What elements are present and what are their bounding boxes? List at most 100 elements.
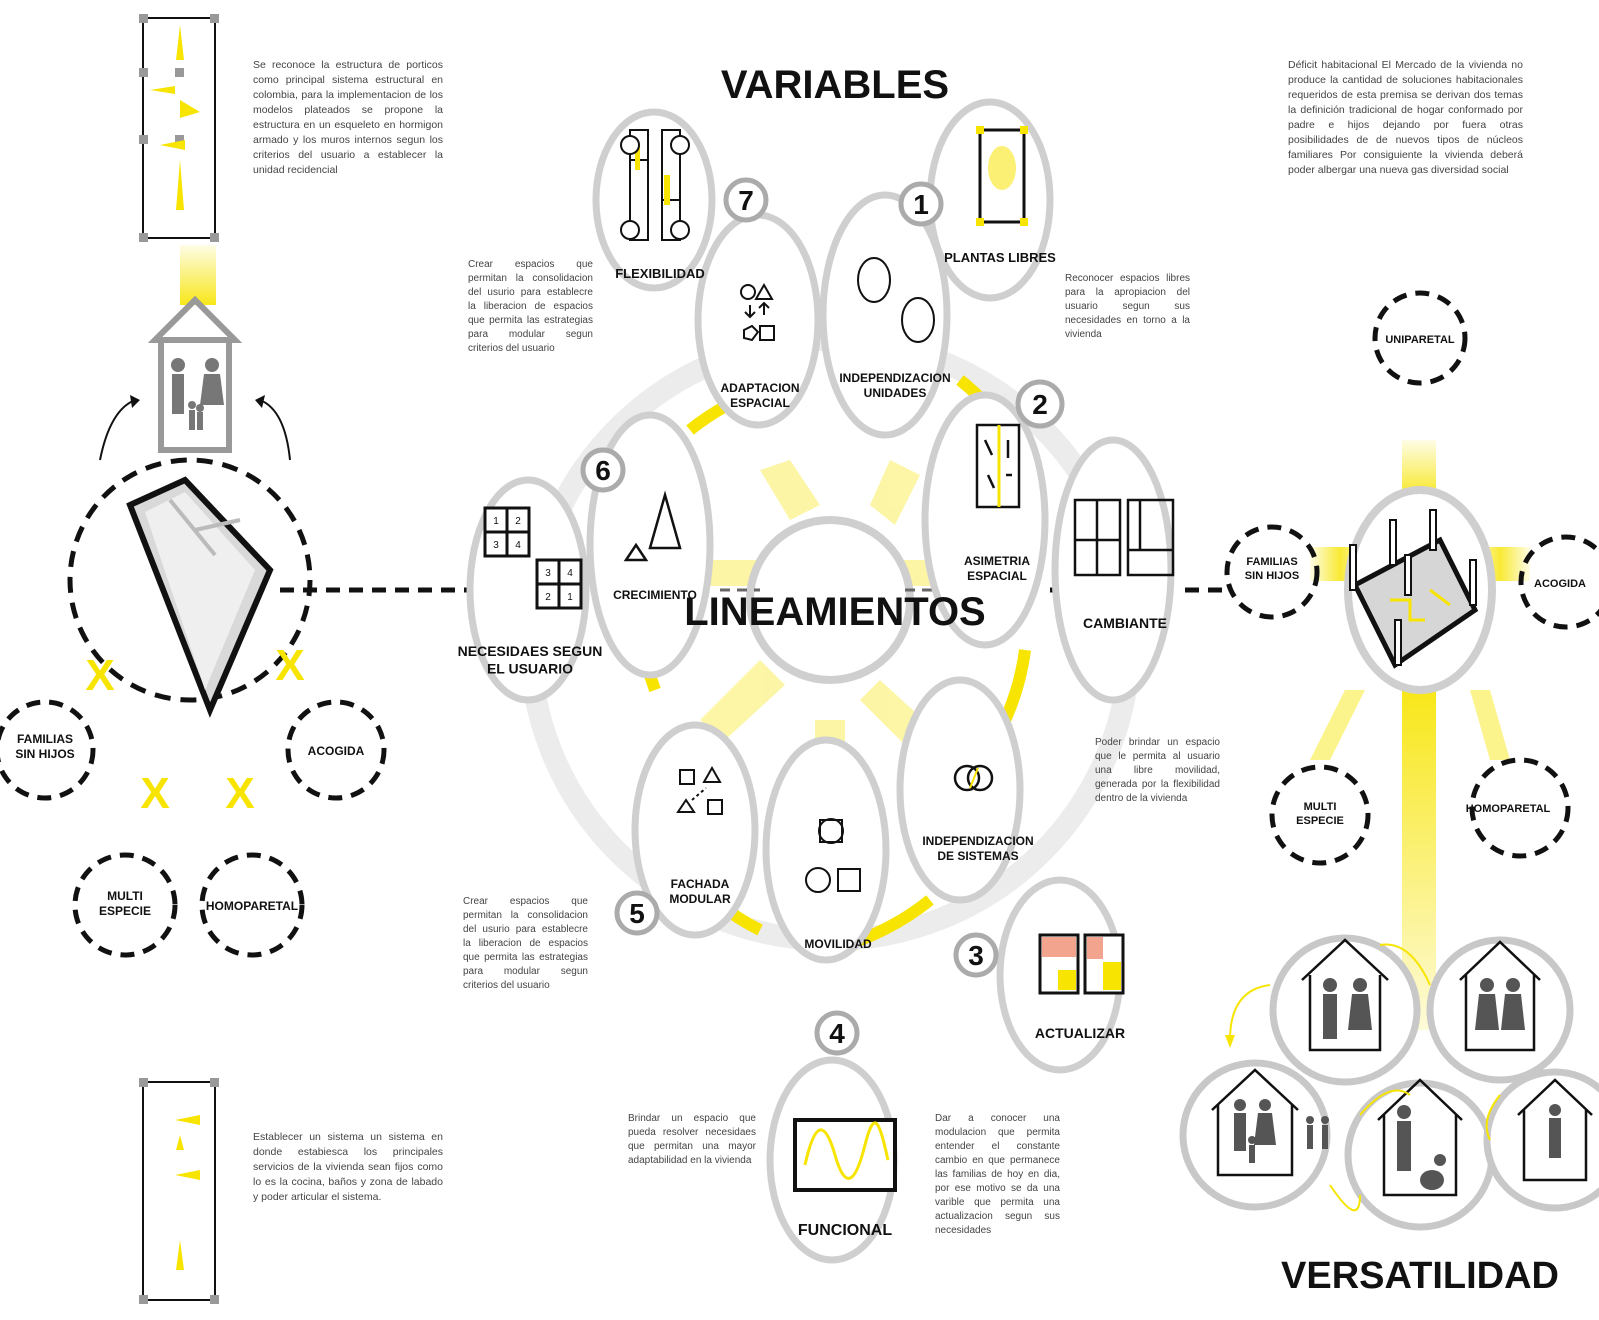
badge-1: 1 xyxy=(898,181,944,227)
house-family-icon xyxy=(147,295,243,453)
necesidades-grid-numbers: 1 2 3 4 3 4 2 1 xyxy=(493,516,573,603)
badge-2: 2 xyxy=(1015,379,1065,429)
yellow-flow-arrows xyxy=(1229,943,1501,1212)
left-label-homoparetal: HOMOPARETAL xyxy=(206,899,298,913)
svg-text:7: 7 xyxy=(738,185,754,216)
desc-top-left: Se reconoce la estructura de porticos co… xyxy=(253,59,443,176)
funcional-icon xyxy=(793,1118,897,1192)
node-movilidad xyxy=(762,736,890,964)
label-flexibilidad: FLEXIBILIDAD xyxy=(615,266,705,281)
plantas-libres-icon xyxy=(976,126,1028,226)
number-badges: 1 2 3 4 5 6 7 xyxy=(580,177,1065,1056)
desc-funcional: Brindar un espacio que pueda resolver ne… xyxy=(628,1113,756,1166)
node-asimetria xyxy=(921,391,1049,649)
svg-text:3: 3 xyxy=(493,540,499,551)
cambiante-icon xyxy=(1073,498,1175,577)
right-label-homoparetal: HOMOPARETAL xyxy=(1466,803,1551,815)
beam-top-left xyxy=(180,245,216,305)
label-movilidad: MOVILIDAD xyxy=(804,937,872,951)
right-label-acogida: ACOGIDA xyxy=(1534,578,1586,590)
svg-text:2: 2 xyxy=(1032,389,1048,420)
arrow-left-up xyxy=(99,399,136,461)
node-independizacion-unidades xyxy=(819,191,951,439)
independizacion-unidades-icon xyxy=(857,257,935,343)
movilidad-icon xyxy=(805,818,861,893)
svg-text:5: 5 xyxy=(629,898,645,929)
svg-text:3: 3 xyxy=(968,940,984,971)
svg-text:X: X xyxy=(225,769,254,818)
house-circle-couple xyxy=(1269,934,1421,1086)
right-multi-circle xyxy=(1269,764,1371,866)
house-circle-family xyxy=(1179,1059,1331,1211)
arrow-right-up xyxy=(259,399,291,461)
svg-text:6: 6 xyxy=(595,455,611,486)
badge-5: 5 xyxy=(614,890,660,936)
asimetria-icon xyxy=(975,423,1021,509)
family-cycle-circle xyxy=(67,457,313,703)
label-cambiante: CAMBIANTE xyxy=(1083,615,1167,631)
right-familias-circle xyxy=(1224,524,1320,620)
node-fachada xyxy=(631,721,759,939)
svg-text:2: 2 xyxy=(515,516,521,527)
node-flexibilidad xyxy=(592,108,716,292)
left-familias-circle xyxy=(0,699,96,801)
desc-cambiante: Poder brindar un espacio que le permita … xyxy=(1095,737,1220,804)
structure-plan-bottom xyxy=(139,1078,219,1304)
label-plantas-libres: PLANTAS LIBRES xyxy=(944,250,1056,265)
desc-actualizar: Dar a conocer una modulacion que permita… xyxy=(935,1113,1060,1236)
badge-3: 3 xyxy=(953,932,999,978)
svg-text:4: 4 xyxy=(515,540,521,551)
actualizar-icon xyxy=(1038,933,1125,995)
svg-text:X: X xyxy=(85,651,114,700)
left-homoparetal-circle xyxy=(199,852,305,958)
structure-plan-top xyxy=(139,14,219,242)
desc-top-right: Déficit habitacional El Mercado de la vi… xyxy=(1288,59,1523,176)
svg-text:1: 1 xyxy=(913,189,929,220)
crecimiento-icon xyxy=(623,490,682,562)
badge-4: 4 xyxy=(814,1010,860,1056)
label-actualizar: ACTUALIZAR xyxy=(1035,1025,1125,1041)
svg-text:X: X xyxy=(275,641,304,690)
label-funcional: FUNCIONAL xyxy=(798,1222,892,1239)
badge-6: 6 xyxy=(580,447,626,493)
right-acogida-circle xyxy=(1518,534,1599,630)
svg-text:1: 1 xyxy=(567,592,573,603)
svg-text:3: 3 xyxy=(545,568,551,579)
desc-flexibilidad: Crear espacios que permitan la consolida… xyxy=(468,259,593,354)
right-homoparetal-circle xyxy=(1469,757,1571,859)
right-label-uniparetal: UNIPARETAL xyxy=(1385,334,1455,346)
independizacion-sistemas-icon xyxy=(953,764,994,792)
title-lineamientos: LINEAMIENTOS xyxy=(684,590,986,634)
yellow-x-marks: X X X X xyxy=(85,641,304,818)
right-iso-plan-icon xyxy=(1349,509,1479,669)
left-acogida-circle xyxy=(285,699,387,801)
desc-plantas-libres: Reconocer espacios libres para la apropi… xyxy=(1065,273,1190,340)
svg-text:X: X xyxy=(140,769,169,818)
isometric-unit-icon xyxy=(126,476,274,718)
desc-fachada: Crear espacios que permitan la consolida… xyxy=(463,896,588,991)
house-circle-women xyxy=(1426,936,1574,1084)
label-crecimiento: CRECIMIENTO xyxy=(613,588,697,602)
family-figures xyxy=(1234,978,1561,1190)
house-circle-single xyxy=(1483,1068,1599,1212)
svg-text:2: 2 xyxy=(545,592,551,603)
left-multi-circle xyxy=(72,852,178,958)
node-independizacion-sistemas xyxy=(896,676,1024,904)
node-cambiante xyxy=(1051,436,1175,704)
left-label-acogida: ACOGIDA xyxy=(308,744,365,758)
desc-bottom-left: Establecer un sistema un sistema en dond… xyxy=(253,1131,443,1203)
svg-text:4: 4 xyxy=(567,568,573,579)
title-variables: VARIABLES xyxy=(721,63,949,107)
title-versatilidad: VERSATILIDAD xyxy=(1281,1255,1559,1297)
